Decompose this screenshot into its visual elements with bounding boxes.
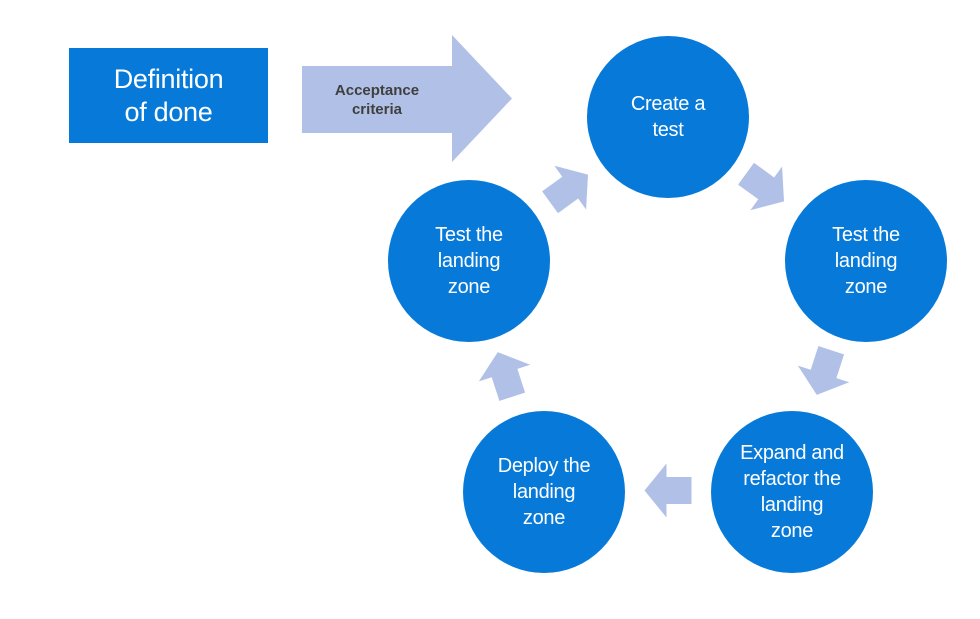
cycle-node-create-a-test: Create a test [587,36,749,198]
cycle-arrow-bottomleft-to-left-icon [472,344,538,405]
cycle-node-test-landing-zone-right: Test the landing zone [785,180,947,342]
cycle-node-test-landing-zone-left: Test the landing zone [388,180,550,342]
cycle-node-deploy-landing-zone-label: Deploy the landing zone [497,455,591,529]
cycle-node-test-landing-zone-right-label: Test the landing zone [832,224,900,298]
cycle-arrow-right-to-bottomright-icon [791,342,857,403]
cycle-arrow-top-to-right-icon [730,152,800,223]
cycle-node-expand-refactor-landing-zone: Expand and refactor the landing zone [711,411,873,573]
definition-of-done-label: Definition of done [113,63,224,127]
definition-of-done-box: Definition of done [69,48,268,143]
acceptance-criteria-arrow-icon [302,35,512,162]
cycle-node-test-landing-zone-left-label: Test the landing zone [435,224,503,298]
cycle-node-create-a-test-label: Create a test [630,93,706,141]
cycle-node-expand-refactor-landing-zone-label: Expand and refactor the landing zone [740,442,844,542]
cycle-arrow-left-to-top-icon [534,153,604,224]
cycle-arrow-bottomright-to-bottomleft-icon [644,463,692,518]
cycle-node-deploy-landing-zone: Deploy the landing zone [463,411,625,573]
acceptance-criteria-label: Acceptance criteria [334,81,420,118]
